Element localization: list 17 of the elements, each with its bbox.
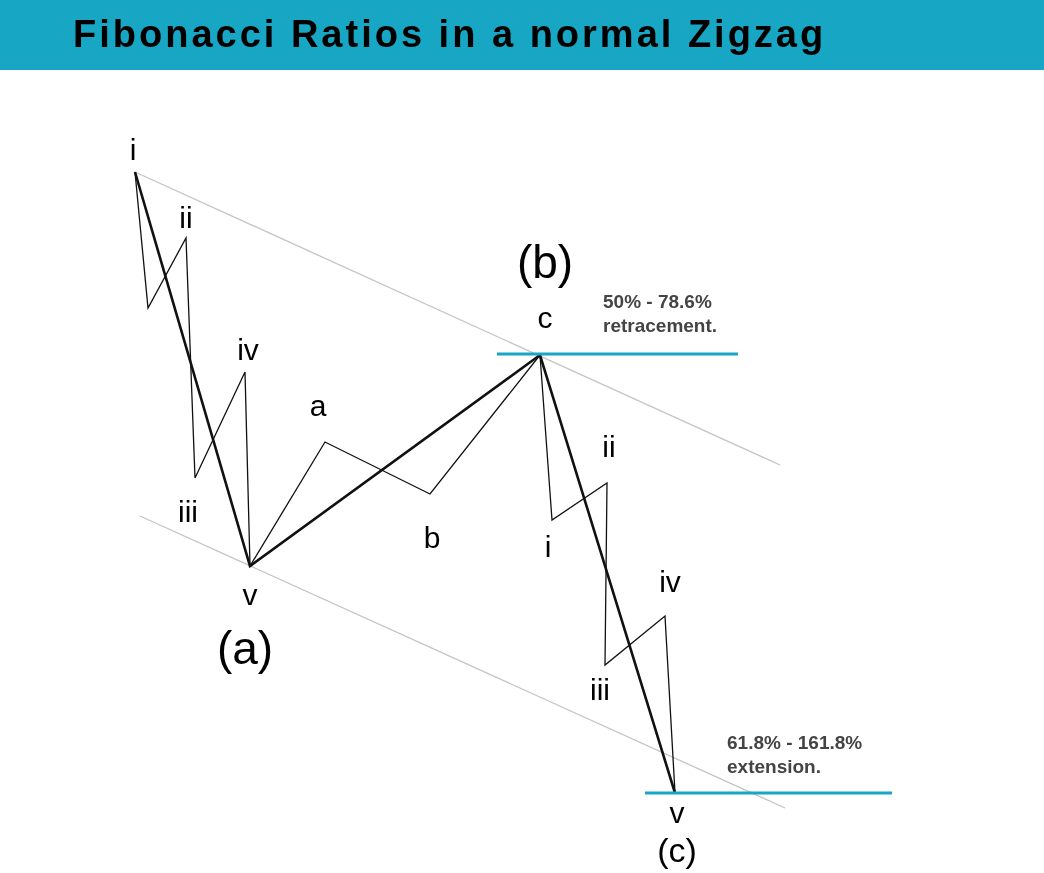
wave-label: i bbox=[544, 532, 552, 562]
wave-label: iii bbox=[178, 497, 198, 527]
wave-label: v bbox=[669, 798, 685, 828]
wave-label: iv bbox=[237, 335, 259, 365]
wave-label: a bbox=[309, 391, 327, 421]
fibonacci-note: 50% - 78.6% retracement. bbox=[603, 290, 719, 338]
wave-label: c bbox=[537, 303, 553, 333]
wave-label: i bbox=[129, 135, 137, 165]
wave-label: ii bbox=[179, 203, 193, 233]
wave-label: (c) bbox=[657, 831, 697, 869]
wave-label: b bbox=[423, 523, 441, 553]
wave-label: iv bbox=[659, 567, 681, 597]
wave-label: iii bbox=[590, 675, 610, 705]
wave-label: v bbox=[242, 580, 258, 610]
wave-label: ii bbox=[602, 432, 616, 462]
fibonacci-note: 61.8% - 161.8% extension. bbox=[727, 731, 864, 779]
title: Fibonacci Ratios in a normal Zigzag bbox=[73, 12, 827, 56]
